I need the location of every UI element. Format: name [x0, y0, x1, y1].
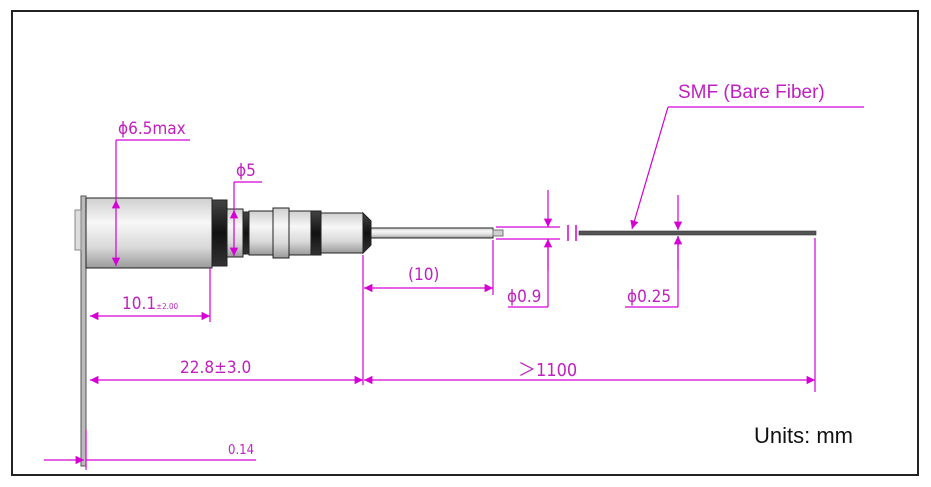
housing-ring	[211, 199, 228, 267]
label-housing-length: 10.1±2.00	[122, 294, 179, 314]
boot	[320, 212, 364, 254]
flange	[226, 208, 244, 258]
boot-tip	[362, 211, 372, 255]
label-fiber-callout: SMF (Bare Fiber)	[678, 82, 825, 103]
label-pigtail-start: 22.8±3.0	[180, 358, 251, 378]
label-jacket-length: (10)	[408, 265, 439, 285]
housing	[85, 197, 213, 269]
jacket-fiber	[370, 227, 494, 239]
bare-fiber	[578, 230, 817, 236]
label-fiber-length: ＞1100	[518, 360, 577, 381]
units-note: Units: mm	[754, 423, 853, 448]
label-flange-diameter: ϕ5	[236, 161, 256, 181]
dimension-labels: ϕ6.5max ϕ5 10.1±2.00 22.8±3.0 ＞1100 (10)…	[118, 82, 825, 458]
component-body	[74, 195, 817, 467]
label-jacket-diameter: ϕ0.9	[507, 287, 541, 307]
label-housing-diameter: ϕ6.5max	[118, 119, 186, 139]
label-fiber-diameter: ϕ0.25	[627, 287, 671, 307]
plate-pins	[74, 209, 82, 251]
base-plate	[80, 195, 87, 467]
label-plate-thickness: 0.14	[228, 443, 254, 458]
dimensions	[44, 106, 864, 470]
